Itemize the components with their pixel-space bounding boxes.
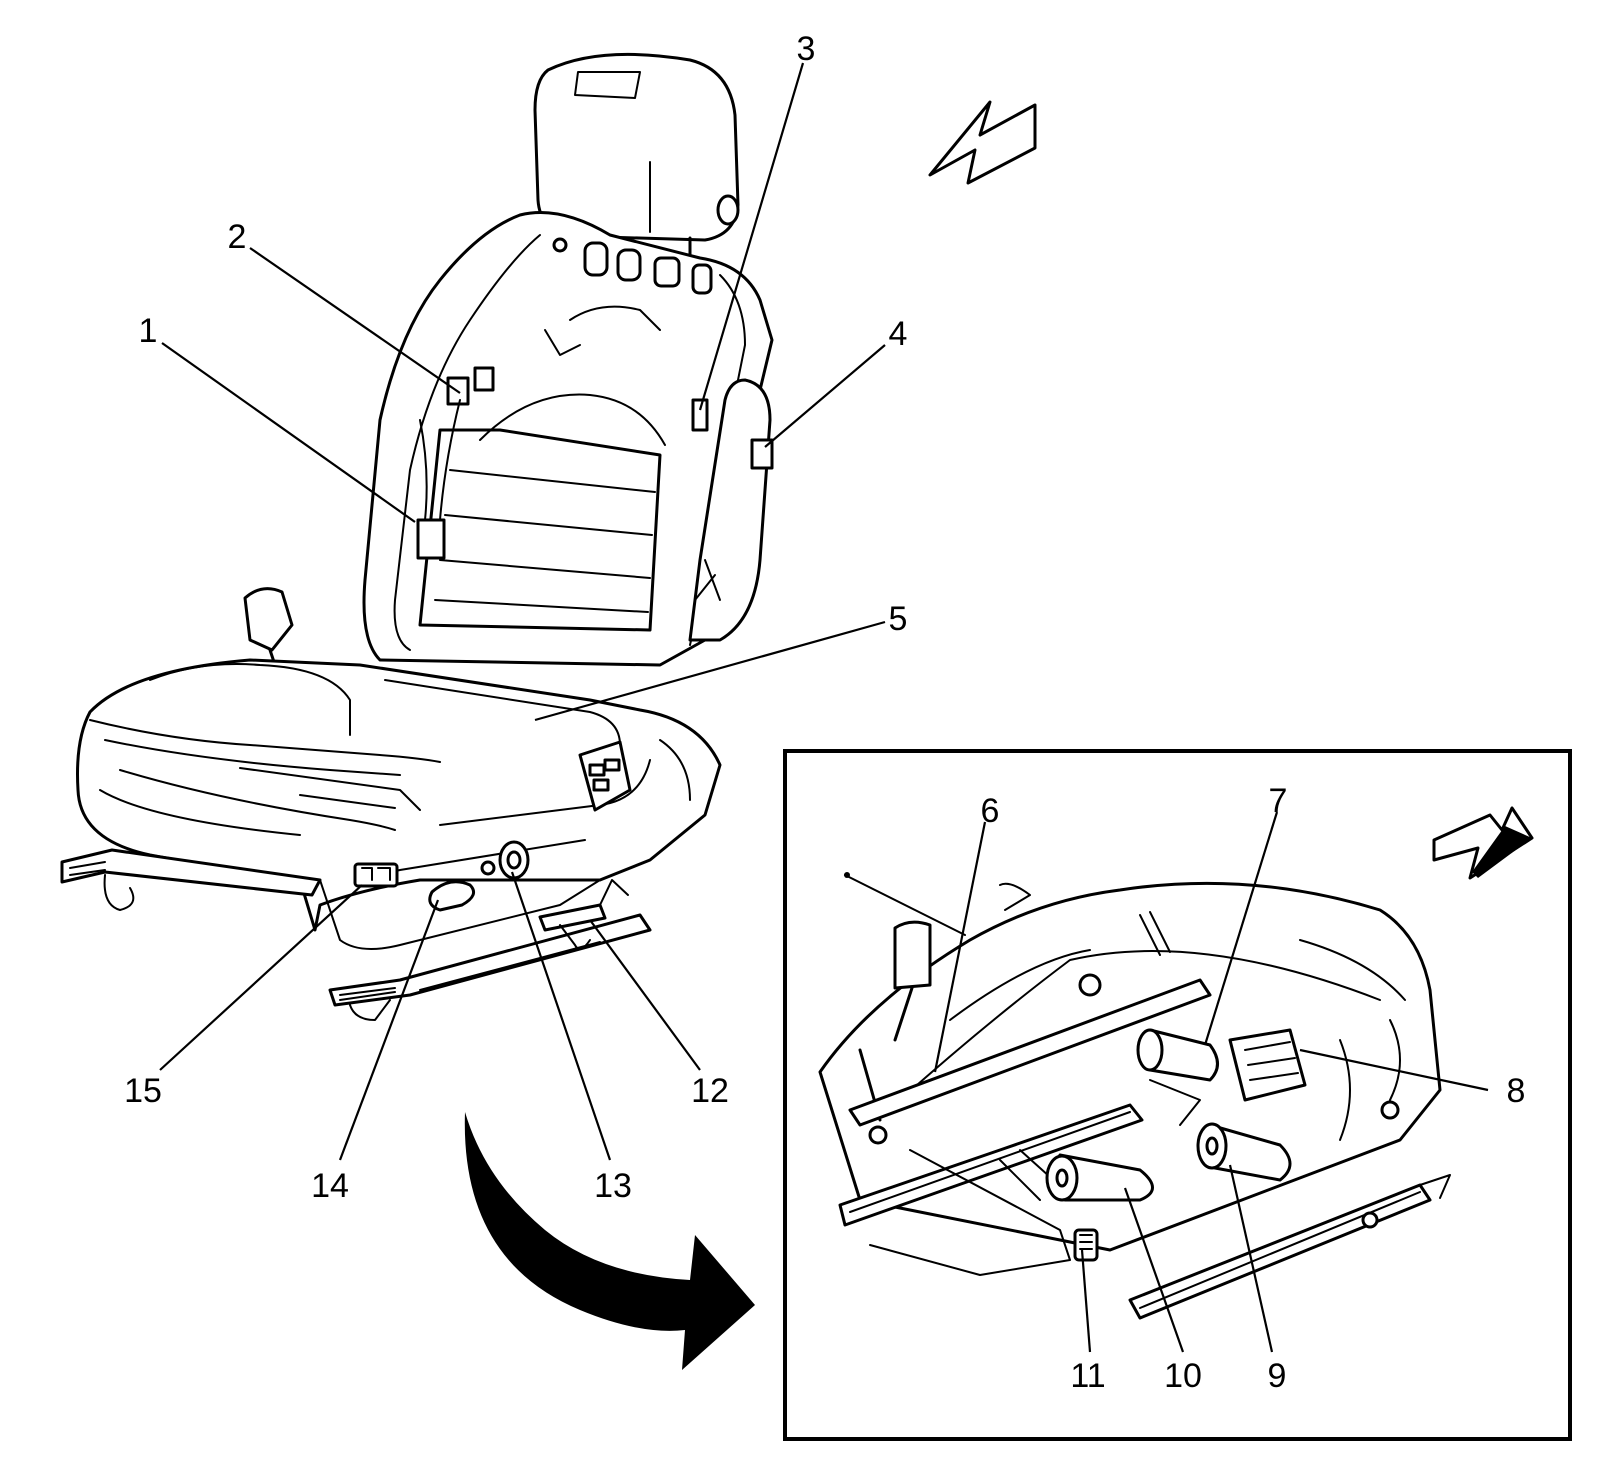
callout-5: 5 xyxy=(889,600,908,638)
seat-underside xyxy=(818,872,1451,1320)
callout-11: 11 xyxy=(1070,1357,1105,1395)
leader-3 xyxy=(698,62,805,411)
seat-cushion xyxy=(76,658,722,950)
callout-12: 12 xyxy=(691,1072,729,1110)
leader-10 xyxy=(1123,1187,1185,1353)
callout-14: 14 xyxy=(311,1167,349,1205)
motor-7 xyxy=(1136,1028,1219,1082)
motor-10 xyxy=(1045,1153,1154,1202)
main-seat-view xyxy=(60,52,1037,1370)
leader-7 xyxy=(1203,811,1279,1046)
actuator-11 xyxy=(1073,1228,1099,1262)
seat-back-frame xyxy=(362,211,774,667)
leader-9 xyxy=(1228,1164,1274,1353)
callout-1: 1 xyxy=(139,312,158,350)
leader-8 xyxy=(1299,1048,1489,1092)
detail-direction-arrow xyxy=(1432,806,1534,880)
leader-6 xyxy=(933,821,987,1073)
leader-12 xyxy=(589,919,701,1071)
leader-4 xyxy=(764,344,886,448)
callout-2: 2 xyxy=(228,218,247,256)
leader-11 xyxy=(1080,1249,1092,1353)
seat-tracks xyxy=(60,848,652,1021)
callout-8: 8 xyxy=(1507,1072,1526,1110)
leader-2 xyxy=(249,247,461,394)
leader-lines xyxy=(159,62,1489,1353)
callout-6: 6 xyxy=(981,792,1000,830)
motor-9 xyxy=(1196,1122,1292,1182)
callout-labels: 1 2 3 4 5 6 7 8 9 10 11 12 13 14 15 xyxy=(124,30,1525,1395)
callout-9: 9 xyxy=(1268,1357,1287,1395)
forward-direction-arrow xyxy=(928,100,1037,185)
callout-3: 3 xyxy=(797,30,816,68)
callout-7: 7 xyxy=(1269,782,1288,820)
detail-transition-arrow xyxy=(464,1112,755,1370)
leader-15 xyxy=(159,884,363,1071)
leader-1 xyxy=(161,342,416,523)
detail-view-frame xyxy=(783,749,1572,1441)
leader-5 xyxy=(534,620,886,722)
callout-13: 13 xyxy=(594,1167,632,1205)
module-8 xyxy=(1228,1028,1307,1102)
leader-13 xyxy=(510,871,612,1161)
callout-10: 10 xyxy=(1164,1357,1202,1395)
callout-4: 4 xyxy=(889,315,908,353)
leader-14 xyxy=(338,899,440,1161)
callout-15: 15 xyxy=(124,1072,162,1110)
